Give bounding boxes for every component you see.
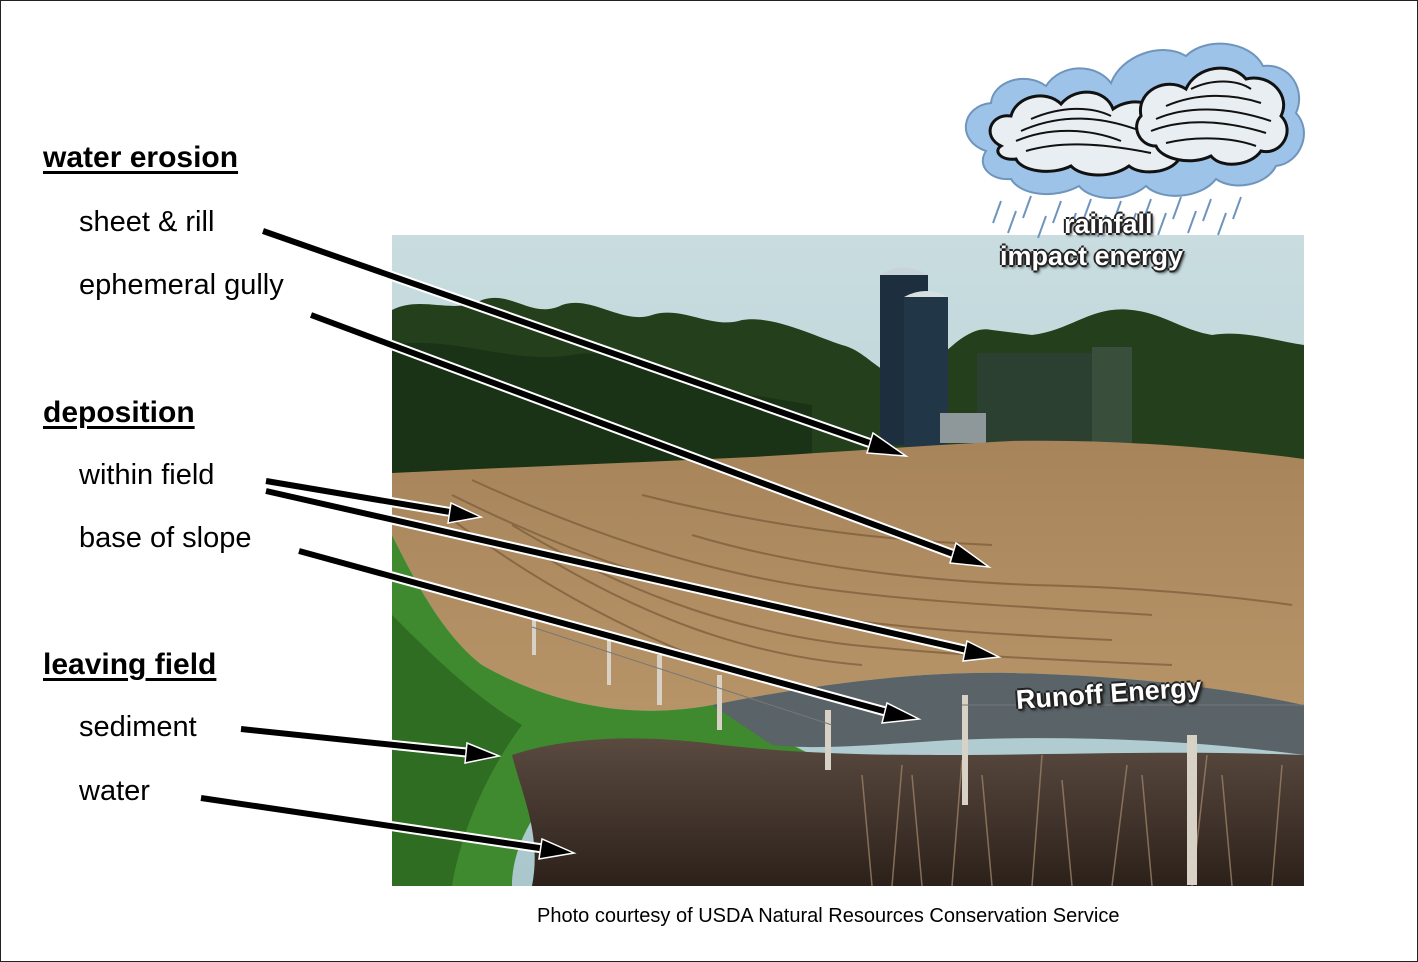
impact-energy-label: impact energy [1000,241,1184,271]
arrow-water [200,793,577,860]
within-field-label: within field [79,459,215,491]
fence-posts [532,615,1197,885]
deposition-heading: deposition [43,396,195,429]
sediment-label: sediment [79,711,197,743]
water-label: water [79,775,150,807]
storm-cloud-icon [965,42,1305,199]
arrow-within-field-2 [264,486,1002,662]
dry-weeds [861,754,1283,886]
rain-streaks [992,195,1242,239]
arrow-base-of-slope [297,546,922,724]
ephemeral-gully-label: ephemeral gully [79,269,284,301]
runoff-water [712,672,1304,755]
arrow-sediment [240,724,502,764]
sheet-rill-label: sheet & rill [79,206,215,238]
photo-credit: Photo courtesy of USDA Natural Resources… [537,905,1120,927]
grass-bank [392,535,822,886]
arrow-ephemeral-gully [309,310,992,569]
leaving-field-heading: leaving field [43,648,217,681]
arrow-within-field-1 [265,476,484,524]
rainfall-label: rainfall [1064,209,1153,239]
water-erosion-heading: water erosion [43,141,239,174]
field-erosion-photo [392,235,1304,886]
arrows [200,226,1002,860]
arrow-sheet-rill [261,226,909,457]
mud-channel [512,738,1304,886]
silos [880,267,1132,448]
base-of-slope-label: base of slope [79,522,252,554]
